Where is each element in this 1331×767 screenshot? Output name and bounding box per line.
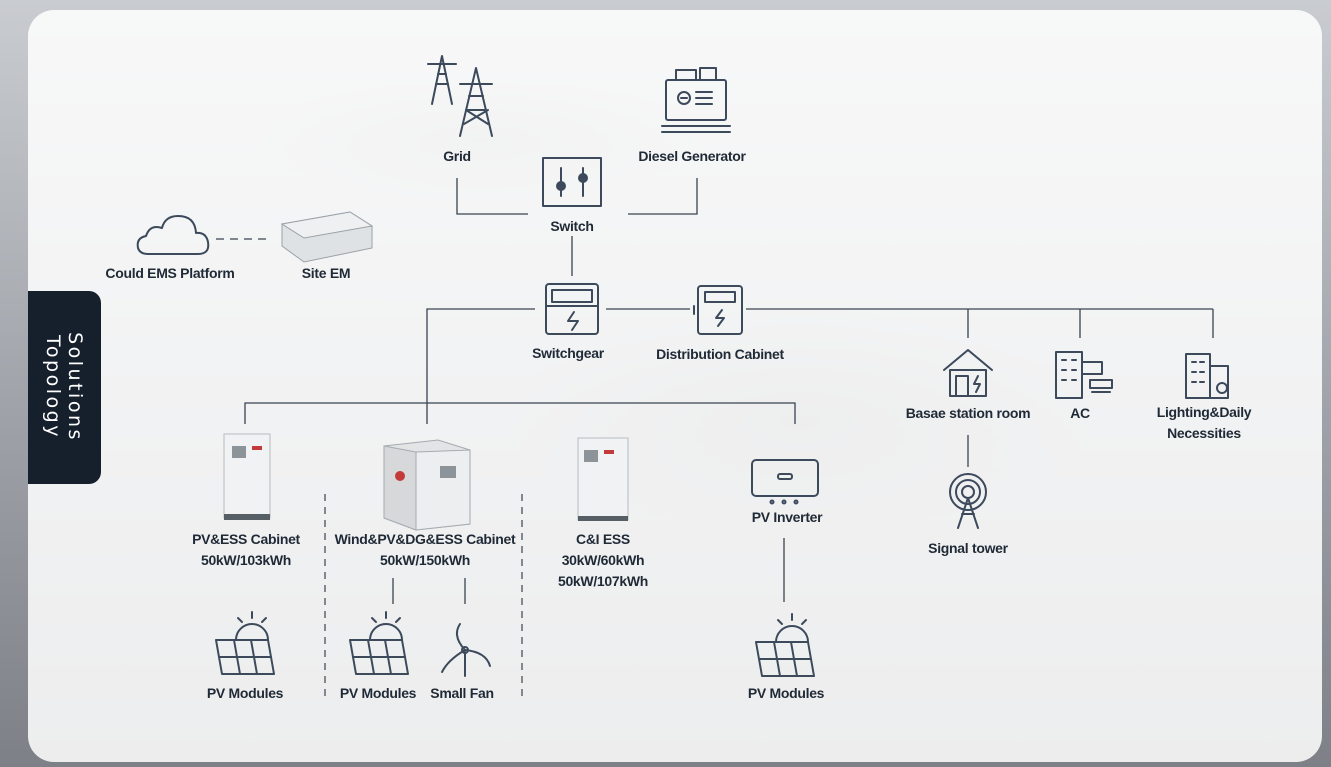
switchgear-icon: [545, 283, 599, 335]
tab-label: Solutions Topology: [42, 332, 86, 442]
connector-switchgear-left: [426, 308, 535, 424]
switch-icon: [542, 157, 602, 207]
grid-label: Grid: [443, 148, 471, 164]
switch-label: Switch: [550, 218, 594, 234]
lighting-label: Lighting&Daily Necessities: [1156, 404, 1252, 441]
signal-tower-icon: [949, 473, 987, 529]
distribution-cabinet-label: Distribution Cabinet: [656, 346, 784, 362]
ac-building-icon: [1055, 351, 1113, 399]
grid-tower-icon: [427, 55, 493, 137]
wind-pv-cabinet-label: Wind&PV&DG&ESS Cabinet 50kW/150kWh: [334, 531, 516, 568]
small-fan-icon: [441, 623, 491, 677]
pv-ess-cabinet-device: [223, 433, 271, 520]
base-station-icon: [943, 349, 993, 397]
solutions-topology-tab: [28, 291, 101, 484]
topology-card: [28, 10, 1322, 762]
distribution-cabinet-icon: [693, 285, 743, 335]
connector-lower-bus: [244, 402, 796, 424]
base-station-label: Basae station room: [905, 405, 1031, 421]
pv-modules-label-3: PV Modules: [747, 685, 825, 701]
wind-pv-cabinet-device: [383, 439, 471, 531]
ac-label: AC: [1070, 405, 1090, 421]
pv-inverter-icon: [751, 459, 819, 505]
site-em-label: Site EM: [301, 265, 351, 281]
diesel-generator-label: Diesel Generator: [638, 148, 746, 164]
lighting-building-icon: [1185, 353, 1229, 399]
connector-grid-switch: [456, 178, 528, 215]
cloud-icon: [136, 215, 210, 255]
pv-modules-icon-3: [755, 613, 815, 677]
ci-ess-label: C&I ESS 30kW/60kWh 50kW/107kWh: [557, 531, 649, 589]
ci-ess-device: [577, 437, 629, 521]
pv-modules-label-2: PV Modules: [339, 685, 417, 701]
site-em-device: [280, 211, 374, 263]
diesel-generator-icon: [661, 67, 731, 133]
pv-modules-icon-1: [215, 611, 275, 675]
pv-inverter-label: PV Inverter: [751, 509, 823, 525]
switchgear-label: Switchgear: [532, 345, 604, 361]
connector-diesel-switch: [628, 178, 698, 215]
pv-ess-cabinet-label: PV&ESS Cabinet 50kW/103kWh: [192, 531, 300, 568]
cloud-ems-label: Could EMS Platform: [105, 265, 235, 281]
signal-tower-label: Signal tower: [928, 540, 1008, 556]
pv-modules-label-1: PV Modules: [206, 685, 284, 701]
pv-modules-icon-2: [349, 611, 409, 675]
small-fan-label: Small Fan: [430, 685, 494, 701]
